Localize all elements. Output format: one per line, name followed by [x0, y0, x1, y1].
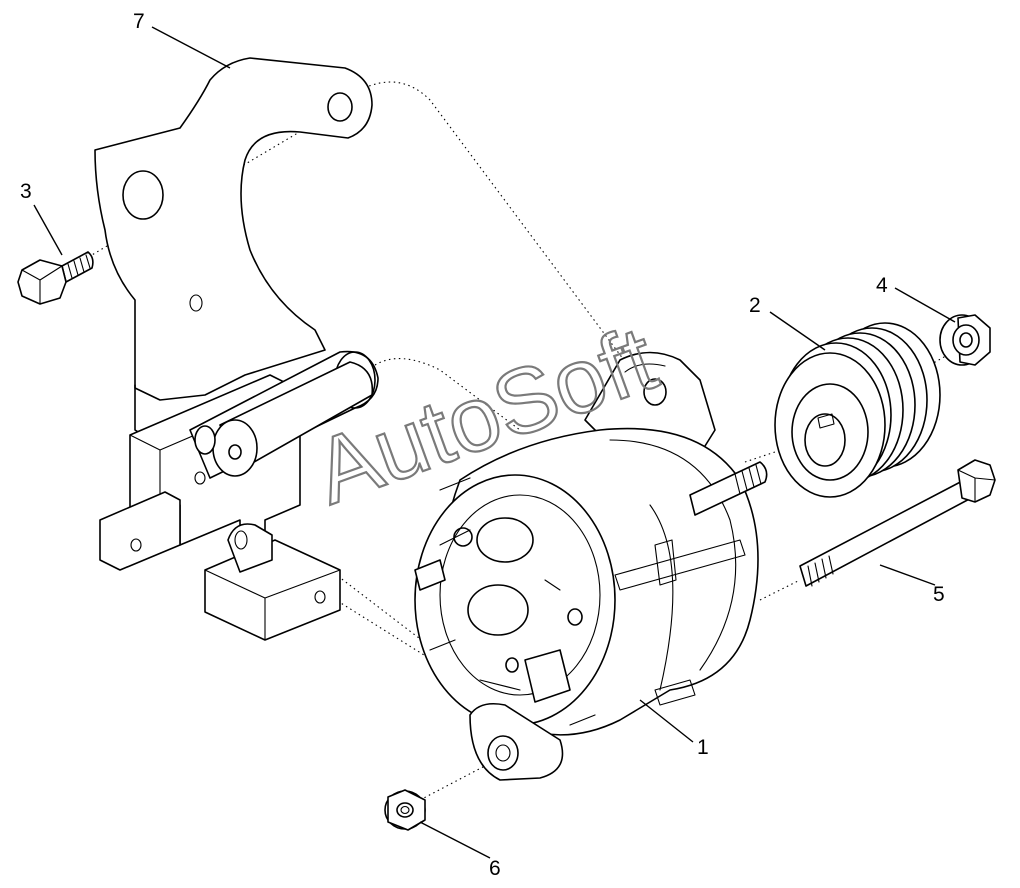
flange-nut-icon [384, 789, 426, 831]
callout-6: 6 [489, 857, 501, 880]
callout-7: 7 [133, 10, 145, 33]
bolt-icon [17, 251, 94, 305]
callout-4: 4 [876, 274, 888, 297]
long-bolt-icon [799, 459, 996, 587]
callouts: 1 2 3 4 5 6 7 [20, 10, 945, 880]
callout-3: 3 [20, 180, 32, 203]
callout-1: 1 [697, 736, 709, 759]
mounting-bracket-icon [94, 57, 379, 641]
alternator-icon [414, 351, 768, 781]
leader-lines [33, 26, 956, 859]
flange-nut-icon [939, 314, 991, 366]
callout-5: 5 [933, 583, 945, 606]
callout-2: 2 [749, 294, 761, 317]
pulley-icon [774, 322, 941, 498]
